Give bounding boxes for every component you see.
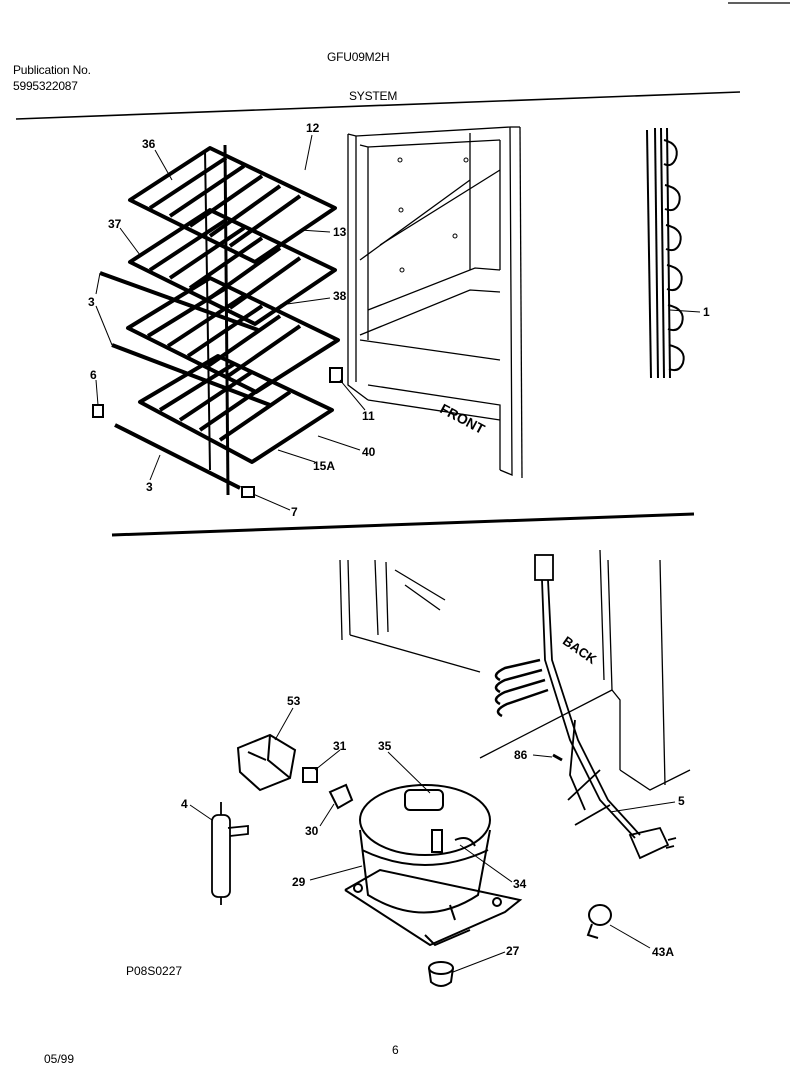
- callout-15a: 15A: [313, 459, 336, 473]
- callout-3-upper: 3: [88, 295, 95, 309]
- callout-3-lower: 3: [146, 480, 153, 494]
- callout-4: 4: [181, 797, 188, 811]
- callout-35: 35: [378, 739, 392, 753]
- section-divider: [111, 512, 695, 537]
- wiring-harness: [534, 554, 677, 860]
- footer-date: 05/99: [44, 1052, 75, 1066]
- callout-7: 7: [291, 505, 298, 519]
- grommet-27: [428, 961, 454, 987]
- condenser-coil: [646, 127, 685, 379]
- back-tubes: [494, 658, 549, 718]
- drier-4: [211, 802, 249, 905]
- model-number: GFU09M2H: [327, 50, 390, 64]
- lower-cabinet: [339, 549, 691, 791]
- callout-40: 40: [362, 445, 376, 459]
- cabinet-holes: [397, 157, 469, 273]
- callout-29: 29: [292, 875, 306, 889]
- compressor-29: [344, 784, 523, 947]
- callout-53: 53: [287, 694, 301, 708]
- clamp-43a: [586, 904, 612, 939]
- callout-5: 5: [678, 794, 685, 808]
- relay-53: [236, 733, 297, 792]
- callout-30: 30: [305, 824, 319, 838]
- callout-43a: 43A: [652, 945, 675, 959]
- page-number: 6: [392, 1043, 399, 1057]
- callout-36: 36: [142, 137, 156, 151]
- publication-number: 5995322087: [13, 79, 78, 93]
- header-rule: [15, 91, 741, 120]
- callout-34: 34: [513, 877, 527, 891]
- callout-37: 37: [108, 217, 122, 231]
- callout-1: 1: [703, 305, 710, 319]
- callout-86: 86: [514, 748, 528, 762]
- callout-6: 6: [90, 368, 97, 382]
- leader-lines: [95, 134, 701, 973]
- publication-label: Publication No.: [13, 63, 91, 77]
- shelf-rails: [99, 271, 271, 490]
- callout-38: 38: [333, 289, 347, 303]
- callout-11: 11: [362, 409, 375, 423]
- callout-12: 12: [306, 121, 320, 135]
- callout-13: 13: [333, 225, 347, 239]
- callout-27: 27: [506, 944, 520, 958]
- cabinet-frame: [347, 126, 523, 479]
- section-title: SYSTEM: [349, 89, 398, 103]
- clip-31: [302, 767, 318, 783]
- evaporator-shelves: [126, 144, 340, 496]
- screw-86: [552, 753, 563, 762]
- figure-code: P08S0227: [126, 964, 183, 978]
- part-30: [328, 783, 354, 810]
- callout-31: 31: [333, 739, 347, 753]
